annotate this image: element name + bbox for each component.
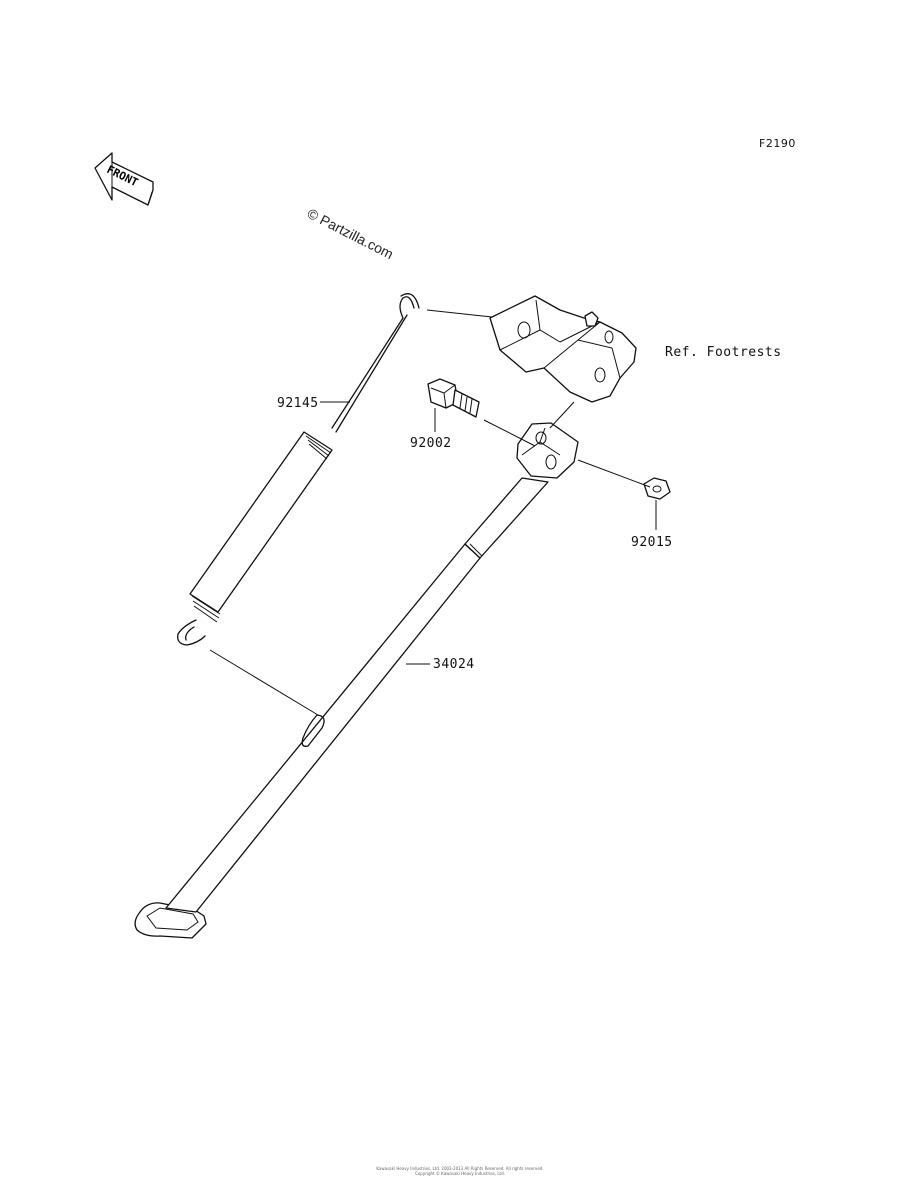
footer-line-1: Kawasaki Heavy Industries, Ltd. 2003-201…	[376, 1166, 544, 1171]
part-label-34024[interactable]: 34024	[433, 657, 475, 672]
reference-label: Ref. Footrests	[665, 345, 782, 360]
part-label-92002[interactable]: 92002	[410, 436, 452, 451]
bolt-part	[427, 378, 480, 418]
leader-lines	[209, 309, 657, 716]
footer-line-2: Copyright © Kawasaki Heavy Industries, L…	[415, 1171, 505, 1176]
part-label-92015[interactable]: 92015	[631, 535, 673, 550]
spring-part	[177, 293, 420, 646]
nut-part	[643, 477, 671, 500]
side-stand-part	[134, 422, 579, 939]
front-arrow-icon: FRONT	[94, 152, 154, 206]
copyright-footer: Kawasaki Heavy Industries, Ltd. 2003-201…	[340, 1166, 580, 1176]
part-label-92145[interactable]: 92145	[277, 396, 319, 411]
footrest-bracket	[489, 295, 637, 403]
figure-code: F2190	[759, 137, 796, 150]
